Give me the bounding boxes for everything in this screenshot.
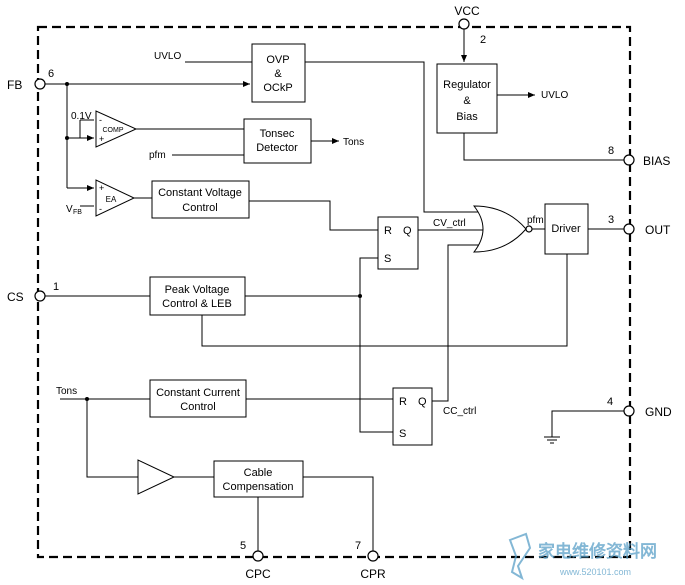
regulator-bias-block: Regulator & Bias: [436, 63, 498, 134]
ff1-r: R: [384, 225, 392, 237]
cable-label-1: Cable: [244, 467, 273, 479]
tonsec-label-1: Tonsec: [260, 128, 295, 140]
tonsec-label-2: Detector: [256, 142, 298, 154]
comp-label: COMP: [103, 127, 124, 134]
pin-cpr-name: CPR: [360, 567, 386, 581]
cc-label-1: Constant Current: [156, 387, 240, 399]
pin-vcc: VCC 2: [454, 4, 486, 46]
pin-vcc-name: VCC: [454, 4, 480, 18]
pin-out-name: OUT: [645, 223, 671, 237]
buffer-amplifier: [137, 459, 176, 495]
pfm-output-label: pfm: [527, 215, 544, 226]
ff2-q: Q: [418, 396, 427, 408]
ff1-q: Q: [403, 225, 412, 237]
peak-label-1: Peak Voltage: [165, 284, 230, 296]
comp-minus: -: [99, 115, 102, 125]
tonsec-detector-block: Tonsec Detector: [243, 118, 312, 164]
pin-vcc-num: 2: [480, 34, 486, 46]
ff1-s: S: [384, 253, 391, 265]
ovp-ockp-block: OVP & OCkP: [251, 43, 306, 103]
tons-input-label: Tons: [56, 386, 77, 397]
ea-minus: -: [99, 204, 102, 214]
pin-gnd-num: 4: [607, 396, 613, 408]
pin-fb-name: FB: [7, 78, 22, 92]
pin-fb-num: 6: [48, 68, 54, 80]
driver-label: Driver: [551, 223, 581, 235]
ovp-label-1: OVP: [266, 54, 289, 66]
watermark-logo-icon: [508, 532, 532, 581]
cv-label-1: Constant Voltage: [158, 187, 242, 199]
pfm-input-label: pfm: [149, 150, 166, 161]
peak-voltage-control-block: Peak Voltage Control & LEB: [149, 276, 246, 316]
pin-bias-name: BIAS: [643, 154, 670, 168]
watermark-chinese-text: 家电维修资料网: [538, 541, 657, 561]
pin-bias-num: 8: [608, 145, 614, 157]
watermark-url-text: www.520101.com: [559, 567, 631, 577]
pin-out: 3 OUT: [608, 214, 671, 237]
pin-cpr-num: 7: [355, 540, 361, 552]
pin-cpc: 5 CPC: [240, 540, 271, 581]
cc-label-2: Control: [180, 401, 215, 413]
flip-flop-1: R Q S: [377, 216, 419, 270]
vfb-subscript: FB: [73, 209, 82, 216]
regulator-label-2: &: [463, 95, 471, 107]
regulator-label-1: Regulator: [443, 79, 491, 91]
watermark: 家电维修资料网 www.520101.com: [508, 532, 657, 581]
junction-dots: [65, 82, 362, 401]
or-gate: [472, 205, 533, 253]
error-amplifier: + - EA: [95, 179, 136, 217]
cv-label-2: Control: [182, 202, 217, 214]
ref-01v-label: 0.1V: [71, 111, 92, 122]
wiring: [45, 26, 624, 551]
peak-label-2: Control & LEB: [162, 298, 232, 310]
pin-cpc-num: 5: [240, 540, 246, 552]
uvlo-input-label: UVLO: [154, 51, 181, 62]
ovp-label-2: &: [274, 68, 282, 80]
ovp-label-3: OCkP: [263, 82, 292, 94]
cable-label-2: Compensation: [223, 481, 294, 493]
regulator-label-3: Bias: [456, 111, 478, 123]
ea-plus: +: [99, 183, 104, 193]
vfb-label: V: [66, 204, 73, 215]
pin-out-num: 3: [608, 214, 614, 226]
pin-gnd-name: GND: [645, 405, 672, 419]
ff2-r: R: [399, 396, 407, 408]
cv-ctrl-signal-label: CV_ctrl: [433, 218, 466, 229]
comparator: - + COMP: [95, 110, 138, 148]
ff2-s: S: [399, 428, 406, 440]
flip-flop-2: R Q S: [392, 387, 433, 446]
pin-cs-name: CS: [7, 290, 24, 304]
uvlo-output-label: UVLO: [541, 90, 568, 101]
cable-compensation-block: Cable Compensation: [213, 460, 304, 498]
pin-cpr: 7 CPR: [355, 540, 386, 581]
tons-output-label: Tons: [343, 137, 364, 148]
driver-block: Driver: [544, 203, 589, 255]
constant-voltage-control-block: Constant Voltage Control: [151, 180, 250, 219]
pin-gnd: 4 GND: [607, 396, 672, 419]
pin-cs-num: 1: [53, 281, 59, 293]
cc-ctrl-signal-label: CC_ctrl: [443, 406, 476, 417]
pin-cpc-name: CPC: [245, 567, 271, 581]
comp-plus: +: [99, 134, 104, 144]
pin-cs: CS 1: [7, 281, 59, 304]
ea-label: EA: [106, 195, 117, 204]
constant-current-control-block: Constant Current Control: [149, 379, 247, 418]
pin-fb: FB 6: [7, 68, 54, 92]
pin-bias: 8 BIAS: [608, 145, 670, 168]
